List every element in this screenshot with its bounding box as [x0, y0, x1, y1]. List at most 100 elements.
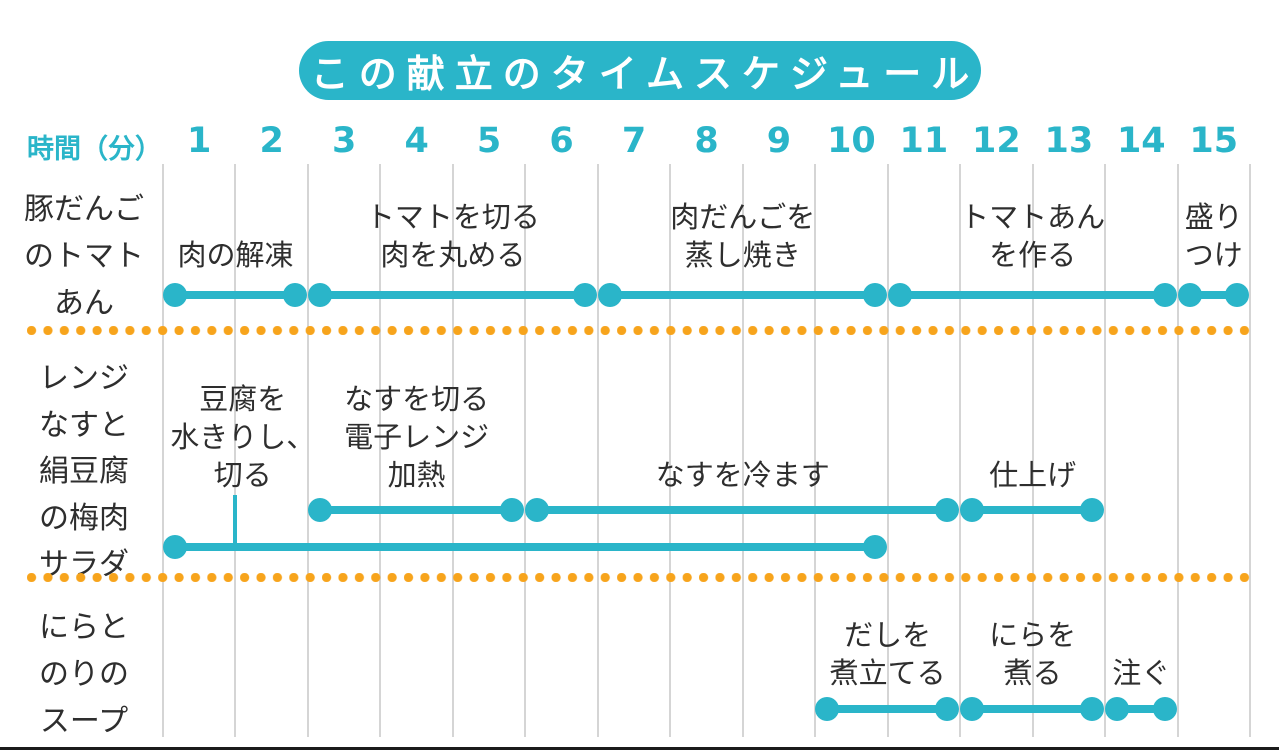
- task-label-line: トマトあん: [960, 200, 1106, 234]
- gridline: [1104, 164, 1107, 737]
- axis-tick-number: 13: [1044, 121, 1094, 161]
- task-bar: [319, 291, 585, 299]
- task-label-line: なすを切る: [344, 382, 490, 416]
- dotted-separator-1: [27, 326, 1255, 335]
- dish-name-line: スープ: [39, 704, 129, 739]
- task-label-line: 煮立てる: [829, 656, 946, 690]
- task-bar-endpoint: [572, 283, 597, 307]
- task-bar-endpoint: [960, 697, 985, 721]
- task-label: トマトあんを作る: [843, 198, 1223, 274]
- task-bar: [175, 291, 295, 299]
- label-leader-line: [233, 495, 238, 543]
- task-bar-endpoint: [307, 498, 332, 522]
- task-label: 豆腐を水きりし、切る: [53, 380, 433, 494]
- task-bar: [1189, 291, 1237, 299]
- gridline: [306, 164, 309, 737]
- task-bar-endpoint: [282, 283, 307, 307]
- task-label: 肉だんごを蒸し焼き: [553, 198, 933, 274]
- time-axis-label: 時間（分）: [27, 134, 162, 165]
- task-bar-endpoint: [1225, 283, 1249, 307]
- dish-name-line: のりの: [39, 657, 129, 692]
- axis-tick-number: 1: [187, 121, 212, 161]
- gridline: [1249, 164, 1251, 737]
- task-bar-endpoint: [1152, 697, 1177, 721]
- task-bar: [899, 291, 1165, 299]
- gridline: [959, 164, 962, 737]
- task-label-line: 水きりし、: [170, 420, 316, 454]
- task-bar-endpoint: [960, 498, 985, 522]
- task-bar-endpoint: [887, 283, 912, 307]
- dotted-separator-2: [27, 573, 1255, 582]
- task-label-line: 肉を丸める: [380, 238, 526, 272]
- task-bar-endpoint: [307, 283, 332, 307]
- task-bar-endpoint: [163, 535, 187, 559]
- task-bar-endpoint: [935, 498, 960, 522]
- task-bar: [319, 506, 513, 514]
- task-label-line: つけ: [1184, 238, 1243, 272]
- task-label-line: 加熱: [387, 458, 446, 492]
- axis-tick-number: 7: [621, 121, 647, 161]
- dish-name-line: あん: [54, 286, 114, 321]
- task-bar-endpoint: [1105, 697, 1130, 721]
- task-label-line: 肉の解凍: [177, 238, 294, 272]
- gridline: [451, 164, 454, 737]
- gridline: [814, 164, 817, 737]
- axis-tick-number: 5: [476, 121, 502, 161]
- axis-tick-number: 10: [827, 121, 876, 161]
- dish-name: レンジなすと絹豆腐の梅肉サラダ: [0, 356, 168, 589]
- task-label-line: 豆腐を: [199, 382, 287, 416]
- gridline: [1031, 164, 1034, 737]
- axis-tick-number: 6: [549, 121, 574, 161]
- task-label: なすを切る電子レンジ加熱: [227, 380, 607, 494]
- task-label: なすを冷ます: [553, 456, 933, 494]
- axis-tick-number: 14: [1116, 121, 1166, 161]
- task-bar: [609, 291, 875, 299]
- task-label-line: トマトを切る: [365, 200, 540, 234]
- task-bar: [1117, 705, 1165, 713]
- task-label: 仕上げ: [843, 456, 1223, 494]
- task-bar: [175, 543, 875, 551]
- axis-tick-number: 4: [404, 121, 429, 161]
- axis-tick-number: 12: [972, 121, 1021, 161]
- task-label-line: 切る: [213, 458, 272, 492]
- task-label-line: 煮る: [1003, 656, 1062, 690]
- task-bar-endpoint: [163, 283, 187, 307]
- axis-tick-number: 3: [331, 121, 357, 161]
- dish-name-line: の梅肉: [39, 500, 129, 536]
- task-label-line: なすを冷ます: [655, 458, 830, 492]
- axis-tick-number: 9: [766, 121, 792, 161]
- task-label: にらを煮る: [843, 616, 1223, 692]
- dish-name-line: レンジ: [39, 361, 129, 396]
- task-bar: [537, 506, 948, 514]
- task-label-line: 注ぐ: [1112, 656, 1171, 690]
- task-bar-endpoint: [1080, 498, 1105, 522]
- dish-name-line: にらと: [39, 610, 129, 645]
- task-bar-endpoint: [862, 283, 887, 307]
- axis-tick-number: 15: [1189, 121, 1239, 161]
- dish-name: 豚だんごのトマトあん: [0, 186, 168, 327]
- gridline: [162, 164, 164, 737]
- gridline: [596, 164, 599, 737]
- gridline: [234, 164, 237, 737]
- dish-name-line: 豚だんご: [24, 192, 144, 227]
- task-label-line: 盛り: [1184, 200, 1243, 234]
- task-label-line: を作る: [989, 238, 1077, 272]
- task-label-line: にらを: [989, 618, 1077, 652]
- task-label: トマトを切る肉を丸める: [263, 198, 643, 274]
- task-bar-endpoint: [1080, 697, 1105, 721]
- task-bar-endpoint: [1177, 283, 1202, 307]
- axis-tick-number: 8: [694, 121, 719, 161]
- axis-tick-number: 11: [899, 121, 949, 161]
- task-label: 盛りつけ: [1024, 198, 1279, 274]
- gridline: [886, 164, 889, 737]
- task-bar: [972, 705, 1093, 713]
- dish-name-line: なすと: [39, 407, 129, 443]
- task-label-line: 肉だんごを: [670, 200, 816, 234]
- task-bar-endpoint: [1152, 283, 1177, 307]
- task-label-line: 蒸し焼き: [684, 238, 801, 272]
- task-label: 注ぐ: [951, 654, 1279, 692]
- gridline: [1176, 164, 1179, 737]
- task-label: だしを煮立てる: [698, 616, 1078, 692]
- task-label-line: だしを: [844, 618, 932, 652]
